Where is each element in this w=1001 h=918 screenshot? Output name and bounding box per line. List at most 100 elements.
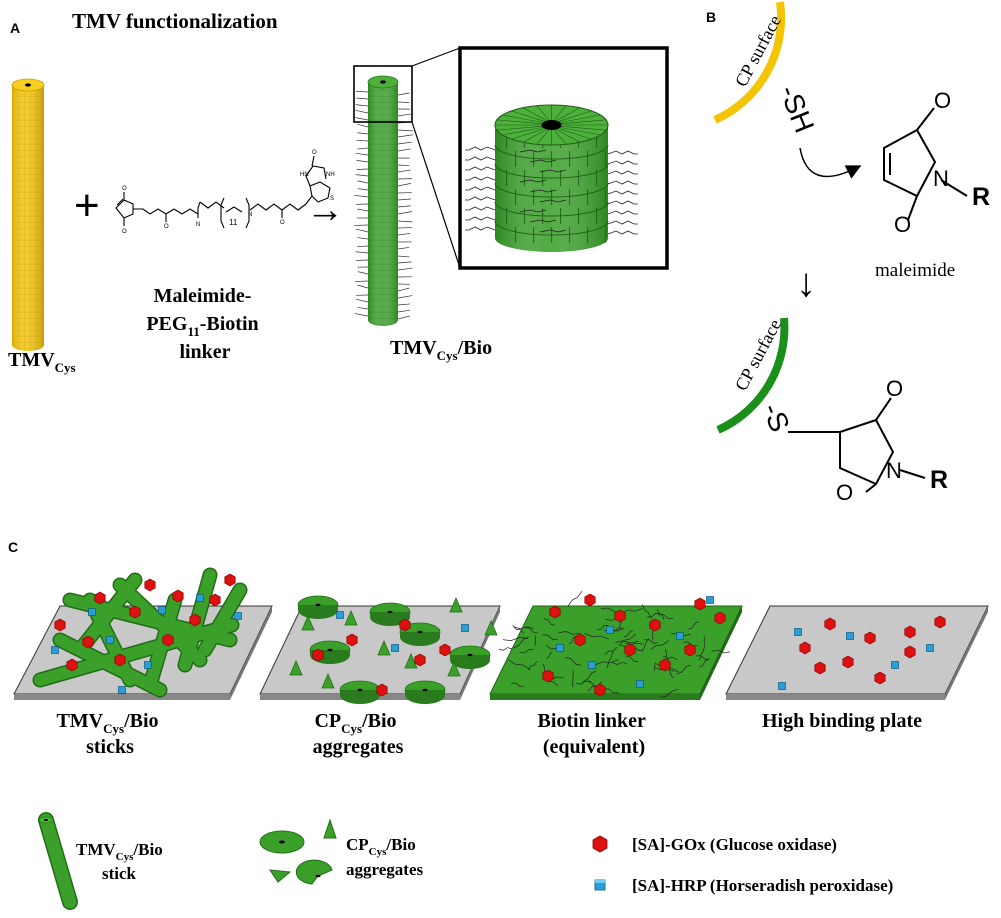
hrp-marker [391,644,399,652]
gox-marker [66,658,78,672]
aggregate-pore [357,688,363,692]
thioether-label: -S [756,399,795,437]
plate-hair [641,604,652,619]
gox-marker [439,643,451,657]
aggregate-pore [467,653,473,657]
cp-surface-yellow [713,1,786,124]
disk-spoke [553,105,567,121]
plate-hair [615,640,639,644]
rod-hair [354,313,369,317]
rod-hair [355,174,369,177]
disk-band [494,163,609,179]
gox-marker [904,625,916,639]
plate-hair [662,655,678,661]
rod-hair [397,315,410,320]
gox-marker [694,597,706,611]
plate-hair [625,655,639,663]
plate-hair [623,630,634,638]
plus-sign: + [74,181,100,230]
aggregate-wedge [447,660,461,677]
plate-hair [688,621,700,630]
plate-hair [576,680,591,685]
rod-hair [357,123,369,128]
plate-4-label: High binding plate [762,710,922,732]
plate-hair [508,659,531,671]
linker-structure-subscript: 11 [229,218,238,227]
rod-hair [397,198,411,201]
linker-atoms: O O O N N O S HN NH O [122,150,335,235]
plate-hair [711,649,731,654]
plate-hair [511,682,525,687]
inset-hair [607,180,638,185]
hrp-marker [196,594,204,602]
plate-hair [572,670,574,688]
linker-structure [115,155,331,229]
inset-hair [529,219,557,223]
plate-hair [699,659,709,668]
svg-text:O: O [164,224,169,230]
inset-hair [607,170,638,175]
zoomed-disk-stack [465,104,638,252]
disk-spoke [523,107,547,121]
inset-linker-hairs [465,146,638,235]
hrp-marker [158,606,166,614]
rod-hair [356,160,369,163]
rod-hair [397,205,411,208]
plate-hair [658,614,674,619]
svg-text:O: O [312,150,317,156]
reaction-arrow: → [306,189,344,231]
maleimide-o-bottom: O [894,212,911,237]
gox-marker [864,631,876,645]
plate-hair [502,637,529,641]
plate-hair [594,659,619,666]
plate-hair [676,664,691,675]
rod-hair [355,251,369,254]
disk-spoke [561,119,607,125]
inset-hair [539,199,567,203]
legend-stick-label: TMVCys/Bio stick [76,840,167,883]
legend-stick-icon [38,812,78,910]
inset-hair [529,189,557,193]
disk-spoke [523,129,547,143]
plate-hair [604,647,618,655]
inset-hair [607,200,638,205]
hrp-marker [606,626,614,634]
gox-marker [114,653,126,667]
rod-hair [397,101,410,103]
plate-hair [603,688,619,694]
rod-hair [397,303,411,306]
rod-hair [397,148,411,152]
cp-surface-green [716,317,789,434]
rod-hair [356,90,369,93]
disk-spoke [511,128,545,140]
aggregate-wedge [344,609,358,626]
plate-1-label: TMVCys/Bio sticks [56,710,163,758]
succinimide-r: R [930,466,948,494]
rod-hair [356,208,369,212]
gox-marker [542,669,554,683]
panel-b-letter: B [706,9,716,25]
rod-hair [355,152,369,156]
rod-hair [357,237,369,240]
disk-spoke [553,129,567,145]
plate-2-label: CPCys/Bio aggregates [313,710,404,758]
aggregate-disk-side [400,632,440,646]
inset-hair [519,209,547,213]
disk-spoke [536,105,550,121]
plate-hair [565,657,582,666]
rod-hair [397,164,410,167]
plate-hair [659,689,679,699]
legend-gox-icon [592,835,608,853]
gox-marker [144,578,156,592]
inset-hair [465,156,496,161]
rod-hair [397,141,412,145]
disk-spoke [536,129,550,145]
rod-hair [397,129,413,132]
plate-hair [695,655,710,660]
gox-marker [874,671,886,685]
aggregate-wedge [289,659,303,676]
inset-hair [607,190,638,195]
plate-hair [656,608,665,620]
gox-marker [714,611,726,625]
cp-surface-bottom-label: CP surface [731,316,785,394]
